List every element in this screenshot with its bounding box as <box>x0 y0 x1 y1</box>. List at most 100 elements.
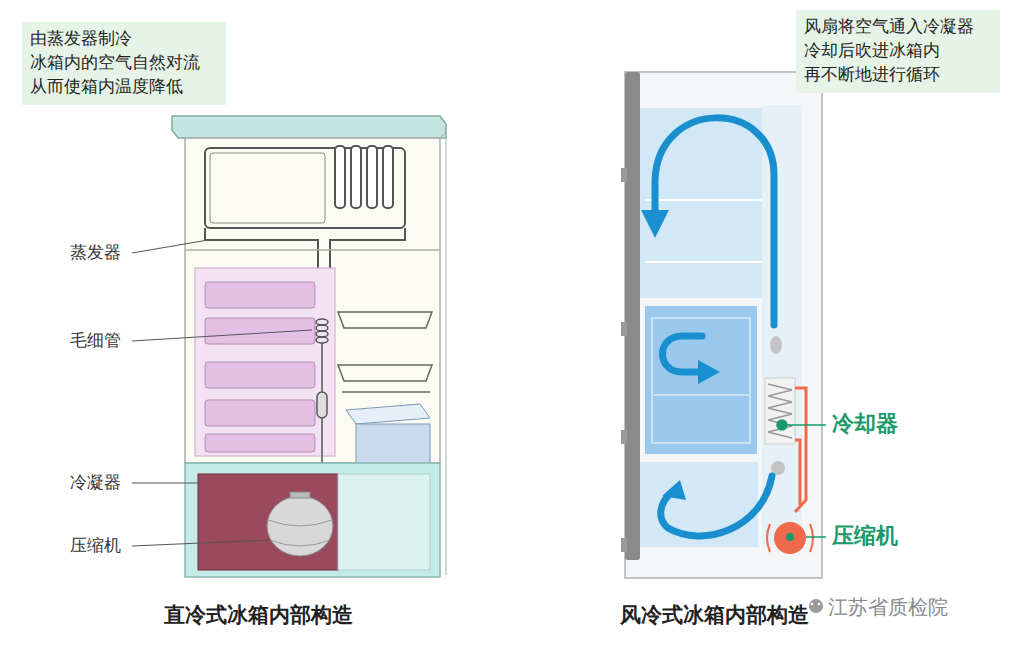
air-fridge-body <box>621 538 627 552</box>
leader-line <box>132 540 270 546</box>
figure-caption: 风冷式冰箱内部构造 <box>620 602 809 627</box>
airflow-arrow <box>655 118 774 325</box>
wire-shelf <box>338 312 432 328</box>
green-leader <box>806 536 826 538</box>
note-text: 风扇将空气通入冷凝器 冷却后吹进冰箱内 再不断地进行循环 <box>804 15 992 86</box>
compressor-symbol <box>767 522 813 554</box>
airflow-arrow <box>663 336 703 372</box>
green-leader <box>777 420 826 541</box>
arrow-head <box>698 360 720 384</box>
watermark-icon <box>809 599 823 613</box>
machine-compartment <box>267 496 333 556</box>
green-leader <box>787 424 826 426</box>
wire-shelf <box>338 365 432 381</box>
machine-compartment <box>268 520 332 526</box>
note-text: 由蒸发器制冷 冰箱内的空气自然对流 从而使箱内温度降低 <box>30 27 218 98</box>
direct-fridge-body <box>440 132 446 138</box>
refrigerant-pipe <box>795 440 800 505</box>
evaporator-tube <box>205 146 405 318</box>
air-fridge-body <box>652 318 750 443</box>
air-fridge-body <box>621 430 627 444</box>
part-label: 压缩机 <box>70 536 121 556</box>
machine-compartment <box>185 463 440 577</box>
evaporator-tube <box>367 146 377 208</box>
evaporator-tube <box>210 153 325 223</box>
watermark-icon <box>809 599 823 613</box>
airflow-arrow <box>655 118 774 536</box>
capillary-coil <box>316 337 328 343</box>
capillary-coil <box>321 343 323 392</box>
cooler-coil <box>768 384 792 438</box>
condenser-panel <box>195 268 335 456</box>
capillary-coil <box>316 319 328 463</box>
capillary-coil <box>316 325 328 331</box>
compressor-symbol <box>774 522 806 554</box>
note-box: 由蒸发器制冷 冰箱内的空气自然对流 从而使箱内温度降低 <box>22 22 226 105</box>
direct-fridge-body <box>172 116 446 138</box>
machine-compartment <box>270 540 330 546</box>
watermark-icon <box>811 603 814 606</box>
green-leader <box>777 420 787 430</box>
evaporator-tube <box>335 146 345 208</box>
air-fridge-body <box>621 322 627 336</box>
air-fridge-body <box>645 199 775 201</box>
machine-compartment <box>338 474 430 570</box>
condenser-panel <box>205 434 315 452</box>
leader-line <box>132 240 208 253</box>
condenser-panel <box>205 362 315 388</box>
leader-line <box>132 483 200 484</box>
capillary-coil <box>317 392 327 418</box>
arrow-head <box>641 210 720 500</box>
capillary-coil <box>316 331 328 337</box>
watermark: 江苏省质检院 <box>828 595 948 619</box>
evaporator-tube <box>330 228 405 318</box>
air-fridge-body <box>621 72 822 578</box>
arrow-head <box>641 210 669 238</box>
refrigerant-pipe <box>795 388 806 512</box>
capillary-coil <box>321 418 323 463</box>
air-fridge-body <box>625 72 640 560</box>
condenser-panel <box>205 400 315 426</box>
condenser-panel <box>195 268 335 456</box>
compressor-symbol <box>767 524 770 552</box>
compressor-symbol <box>810 524 813 552</box>
cooler-coil <box>765 378 795 444</box>
air-fridge-body <box>621 168 627 182</box>
part-label: 压缩机 <box>832 523 898 549</box>
machine-compartment <box>290 492 310 498</box>
cooler-coil <box>765 378 795 444</box>
part-label: 冷却器 <box>832 411 898 437</box>
part-label: 毛细管 <box>70 331 121 351</box>
shelf-divider <box>186 249 440 251</box>
direct-fridge-body <box>172 116 446 575</box>
arrow-head <box>662 480 686 500</box>
note-box: 风扇将空气通入冷凝器 冷却后吹进冰箱内 再不断地进行循环 <box>796 10 1000 93</box>
machine-compartment <box>185 463 440 577</box>
fan-dot <box>770 336 782 354</box>
leader-line <box>132 330 312 341</box>
part-label: 冷凝器 <box>70 473 121 493</box>
air-fridge-body <box>625 72 822 578</box>
airflow-arrow <box>661 476 772 536</box>
machine-compartment <box>198 474 338 570</box>
wire-shelf <box>338 312 432 392</box>
direct-fridge-body <box>446 132 447 575</box>
air-fridge-body <box>645 261 775 263</box>
crisper-box <box>346 404 430 424</box>
green-leader <box>786 533 794 541</box>
condenser-panel <box>205 282 315 308</box>
part-label: 蒸发器 <box>70 243 121 263</box>
air-fridge-body <box>652 394 750 396</box>
leader-line <box>132 240 312 546</box>
capillary-coil <box>316 319 328 325</box>
direct-fridge-body <box>185 138 440 463</box>
watermark-icon <box>818 603 821 606</box>
shelf-divider <box>186 249 440 251</box>
figure-caption: 直冷式冰箱内部构造 <box>164 602 353 627</box>
air-fridge-body <box>645 306 757 454</box>
wire-shelf <box>342 391 430 393</box>
refrigerant-pipe <box>795 388 806 512</box>
evaporator-tube <box>351 146 361 208</box>
evaporator-tube <box>383 146 393 208</box>
